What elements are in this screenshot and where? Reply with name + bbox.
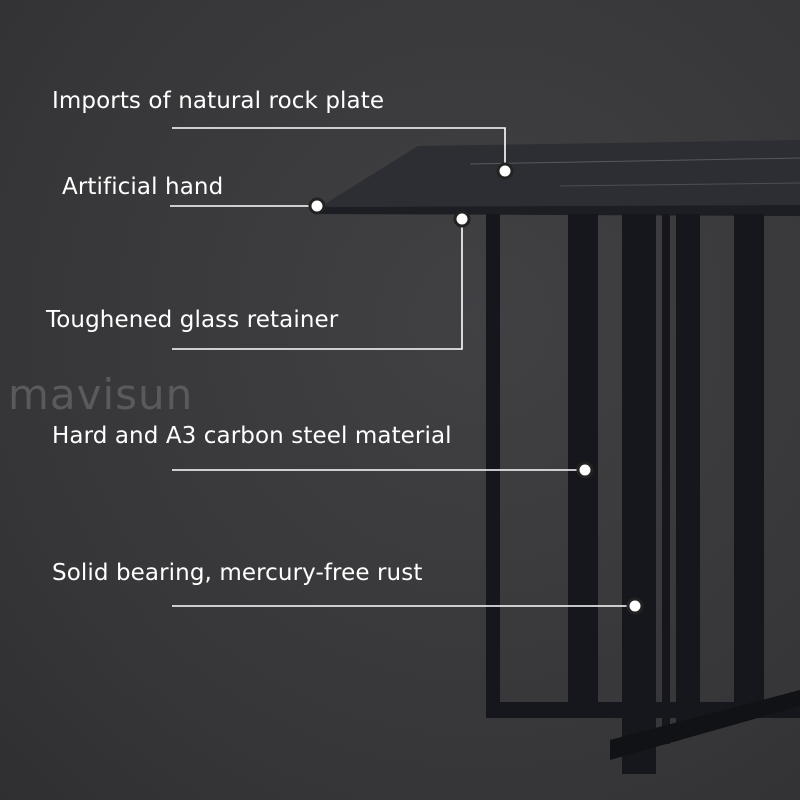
callout-label-artificial-hand: Artificial hand — [62, 174, 224, 200]
leader-line-glass-retainer — [172, 219, 463, 350]
callout-label-glass-retainer: Toughened glass retainer — [46, 307, 339, 333]
leader-line-rock-plate — [172, 127, 506, 171]
callout-label-bearing: Solid bearing, mercury-free rust — [52, 560, 423, 586]
callout-dot-artificial-hand — [308, 197, 326, 215]
table-top — [320, 140, 800, 216]
callout-label-rock-plate: Imports of natural rock plate — [52, 88, 385, 114]
callout-dot-glass-retainer — [453, 210, 471, 228]
callout-dot-bearing — [626, 597, 644, 615]
callout-dot-carbon-steel — [576, 461, 594, 479]
steel-frame-base — [486, 214, 800, 774]
callout-label-carbon-steel: Hard and A3 carbon steel material — [52, 423, 452, 449]
leader-lines — [170, 127, 635, 607]
callout-dot-rock-plate — [496, 162, 514, 180]
watermark: mavisun — [8, 370, 194, 419]
